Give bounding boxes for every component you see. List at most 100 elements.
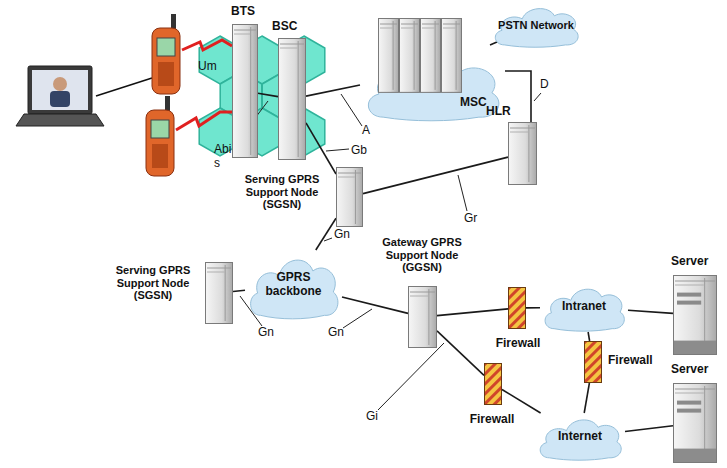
cabinet-edge bbox=[414, 21, 415, 90]
cabinet-slot bbox=[401, 28, 414, 29]
node-label: Serving GPRS Support Node (SGSN) bbox=[105, 264, 201, 302]
cabinet-edge bbox=[225, 265, 226, 321]
cable-line bbox=[96, 78, 152, 96]
link-line bbox=[258, 93, 278, 96]
node-label: Intranet bbox=[562, 300, 606, 314]
sgsn-cabinet-shape bbox=[205, 262, 233, 324]
phone-screen bbox=[151, 120, 169, 138]
text-holder: BSC bbox=[272, 20, 312, 34]
laptop-screen bbox=[28, 66, 92, 114]
link-line bbox=[437, 309, 508, 316]
sgsn-cabinet: Serving GPRS Support Node (SGSN) bbox=[205, 262, 233, 324]
server-tower-shape bbox=[673, 383, 717, 463]
interface-label: Gb bbox=[351, 144, 367, 158]
firewall-block: Firewall bbox=[484, 363, 502, 405]
bsc-cabinet: BSC bbox=[278, 38, 306, 160]
cabinet-body bbox=[674, 384, 717, 463]
node-label: Server bbox=[671, 255, 721, 269]
server-tower: Server bbox=[673, 275, 717, 355]
drive-bay bbox=[677, 401, 701, 405]
cabinet-body bbox=[442, 19, 462, 93]
cabinet-edge bbox=[355, 170, 356, 224]
server-tower: Server bbox=[673, 383, 717, 463]
drive-bay bbox=[677, 409, 701, 413]
leader-line bbox=[326, 149, 349, 151]
node-label: HLR bbox=[486, 105, 526, 119]
cabinet-slot bbox=[338, 177, 355, 178]
leader-line bbox=[534, 93, 541, 101]
cabinet-slot bbox=[380, 28, 393, 29]
server-base bbox=[674, 341, 716, 354]
link-line bbox=[625, 426, 673, 432]
leader-line bbox=[458, 175, 467, 211]
laptop bbox=[16, 66, 104, 126]
cabinet-edge bbox=[456, 21, 457, 90]
server-base bbox=[674, 449, 716, 462]
link-line bbox=[306, 85, 360, 96]
mobile-phone bbox=[152, 14, 180, 94]
server-tower-shape bbox=[673, 275, 717, 355]
node-label: Serving GPRS Support Node (SGSN) bbox=[236, 173, 328, 211]
cabinet-body bbox=[421, 19, 441, 93]
cabinet-slot bbox=[675, 389, 715, 390]
sgsn-cabinet-shape bbox=[336, 167, 363, 227]
node-label: Gateway GPRS Support Node (GGSN) bbox=[368, 236, 476, 274]
bts-tower-shape bbox=[232, 24, 258, 158]
interface-label: Gi bbox=[366, 410, 378, 424]
cabinet-slot bbox=[675, 285, 704, 286]
sgsn-cabinet: Serving GPRS Support Node (SGSN) bbox=[336, 167, 363, 227]
interface-label: A bbox=[362, 124, 370, 138]
cloud-outline bbox=[495, 9, 578, 48]
link-line bbox=[588, 332, 590, 341]
leader-line bbox=[324, 238, 332, 241]
interface-label: Gn bbox=[258, 326, 274, 340]
cloud-outline bbox=[251, 260, 338, 319]
cabinet-slot bbox=[410, 296, 428, 297]
phone-body bbox=[146, 110, 174, 176]
node-label: Server bbox=[671, 363, 721, 377]
link-line bbox=[502, 390, 541, 414]
cabinet-body bbox=[337, 168, 363, 227]
laptop-display bbox=[32, 70, 88, 110]
text-holder: Firewall bbox=[608, 354, 664, 368]
pstn-cloud: PSTN Network bbox=[490, 2, 582, 48]
firewall-block-shape bbox=[484, 363, 502, 405]
cabinet-body bbox=[379, 19, 399, 93]
cabinet-slot bbox=[207, 268, 231, 269]
cabinet-slot bbox=[401, 24, 418, 25]
interface-label: Abi s bbox=[214, 143, 236, 171]
laptop-base bbox=[16, 114, 104, 126]
node-label: GPRS backbone bbox=[263, 271, 325, 299]
backbone-cloud: GPRS backbone bbox=[245, 250, 342, 320]
link-line bbox=[584, 383, 589, 413]
cabinet-slot bbox=[234, 30, 256, 31]
hlr-cabinet: HLR bbox=[508, 122, 537, 185]
leader-line bbox=[341, 94, 362, 126]
cabinet-slot bbox=[510, 132, 528, 133]
link-line bbox=[526, 307, 540, 309]
ggsn-cabinet: Gateway GPRS Support Node (GGSN) bbox=[408, 286, 437, 348]
cabinet-edge bbox=[393, 21, 394, 90]
link-line bbox=[342, 297, 408, 313]
text-holder: Firewall bbox=[462, 413, 522, 427]
phone-keypad bbox=[158, 62, 174, 86]
radio-link bbox=[176, 112, 232, 130]
bts-tower: BTS bbox=[232, 24, 258, 158]
cabinet-slot bbox=[380, 24, 397, 25]
node-label: PSTN Network bbox=[498, 19, 574, 32]
cabinet-body bbox=[409, 287, 437, 348]
cabinet-edge bbox=[428, 289, 429, 345]
cabinet-slot bbox=[510, 128, 535, 129]
cabinet-slot bbox=[207, 272, 225, 273]
cabinet-body bbox=[233, 25, 258, 158]
cabinet-slot bbox=[422, 28, 435, 29]
cabinet-slot bbox=[410, 292, 435, 293]
leader-line bbox=[378, 343, 444, 410]
text-holder: Server bbox=[671, 363, 721, 377]
cloud-outline bbox=[540, 420, 621, 460]
cloud-outline bbox=[545, 289, 624, 331]
phone-body bbox=[152, 28, 180, 94]
msc-cloud: MSC bbox=[360, 18, 505, 122]
